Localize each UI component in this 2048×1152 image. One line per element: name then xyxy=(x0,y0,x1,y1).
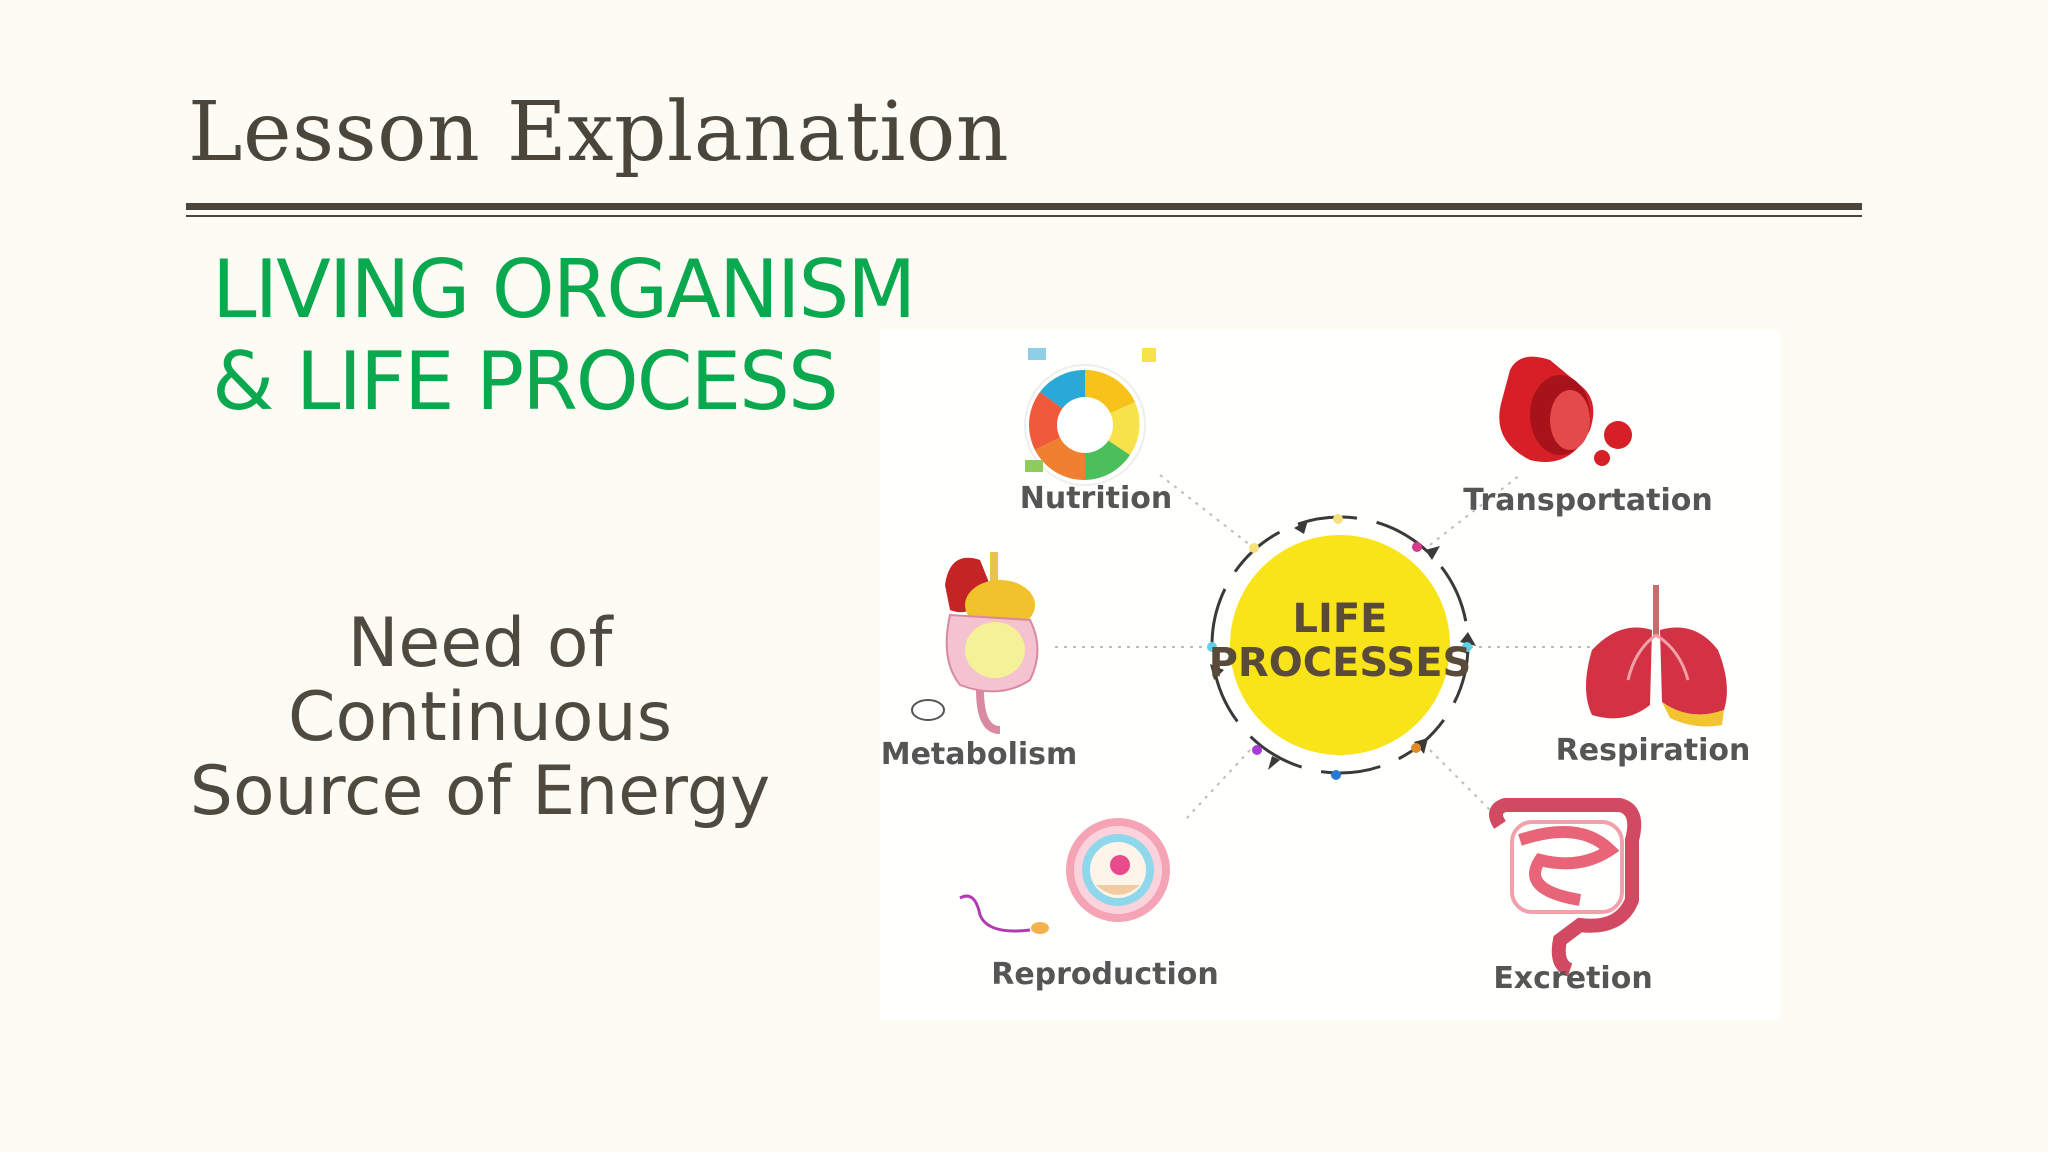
label-reproduction: Reproduction xyxy=(991,957,1219,992)
slide-title: Lesson Explanation xyxy=(188,85,1010,180)
body-line-1: Need of xyxy=(347,604,613,683)
cycle-ring xyxy=(1207,514,1476,780)
life-processes-diagram: LIFE PROCESSES Nutrition xyxy=(880,330,1780,1020)
title-divider-thick xyxy=(186,203,1862,210)
center-circle: LIFE PROCESSES xyxy=(1209,535,1472,755)
lungs-icon xyxy=(1586,585,1727,727)
label-metabolism: Metabolism xyxy=(881,737,1078,772)
body-text: Need of Continuous Source of Energy xyxy=(160,607,800,829)
heading-line-2: & LIFE PROCESS xyxy=(212,335,839,428)
label-nutrition: Nutrition xyxy=(1020,481,1172,516)
body-line-2: Continuous xyxy=(287,678,673,757)
section-heading: LIVING ORGANISM & LIFE PROCESS xyxy=(212,243,916,428)
blood-vessel-icon xyxy=(1499,356,1632,466)
center-label-line-2: PROCESSES xyxy=(1209,640,1472,686)
label-transportation: Transportation xyxy=(1463,483,1712,518)
nutrition-chart-icon xyxy=(1024,348,1156,486)
label-respiration: Respiration xyxy=(1556,733,1751,768)
egg-sperm-icon xyxy=(959,818,1170,934)
diagram-svg: LIFE PROCESSES Nutrition xyxy=(881,348,1751,996)
connector-lines xyxy=(1055,474,1630,821)
digestive-organs-icon xyxy=(911,552,1039,734)
center-label-line-1: LIFE xyxy=(1292,596,1387,642)
intestine-icon xyxy=(1489,798,1642,977)
label-excretion: Excretion xyxy=(1493,961,1652,996)
title-divider-thin xyxy=(186,215,1862,217)
body-line-3: Source of Energy xyxy=(189,752,771,831)
heading-line-1: LIVING ORGANISM xyxy=(212,243,916,336)
